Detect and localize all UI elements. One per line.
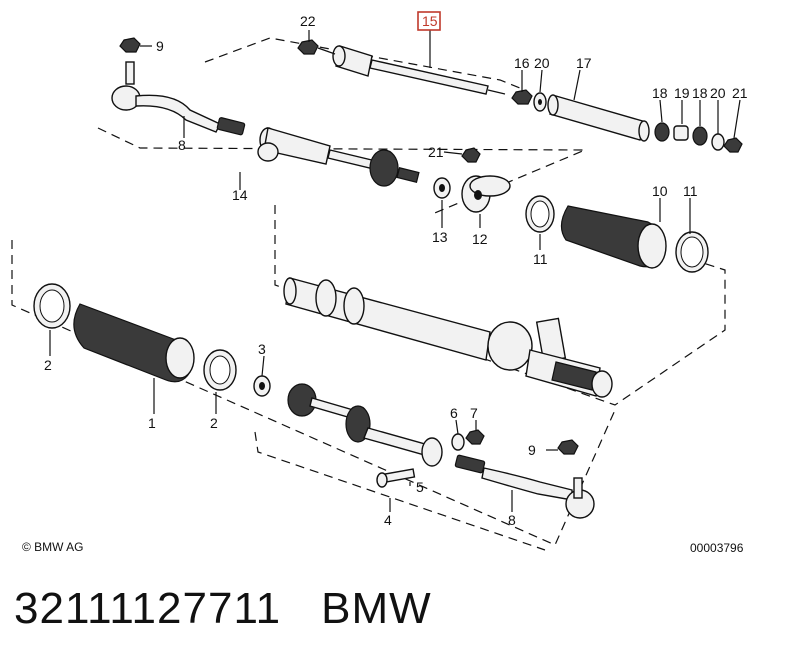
callout-2-right: 2 — [210, 415, 218, 431]
bracket-15 — [204, 37, 526, 91]
callout-22: 22 — [300, 13, 316, 29]
nut-7 — [465, 429, 485, 445]
callout-1: 1 — [148, 415, 156, 431]
callout-11-left: 11 — [533, 251, 548, 267]
callout-12: 12 — [472, 231, 488, 247]
callout-6: 6 — [450, 405, 458, 421]
copyright-label: © BMW AG — [22, 540, 84, 554]
washer-6 — [451, 433, 465, 451]
callout-7: 7 — [470, 405, 478, 421]
callout-20-right: 20 — [710, 85, 726, 101]
bracket-main — [11, 240, 616, 546]
callout-9-bottom: 9 — [528, 442, 536, 458]
callout-10: 10 — [652, 183, 668, 199]
callout-4: 4 — [384, 512, 392, 528]
bellows-17 — [547, 94, 650, 142]
boot-1 — [73, 303, 195, 383]
callout-18-second: 18 — [692, 85, 708, 101]
nut-16 — [511, 89, 533, 105]
callout-20-top: 20 — [534, 55, 550, 71]
callout-17: 17 — [576, 55, 592, 71]
highlight-box-15 — [417, 11, 441, 31]
footer-caption: 32111127711 BMW — [14, 584, 472, 634]
brand-name: BMW — [321, 584, 432, 633]
washer-13 — [433, 177, 451, 199]
callout-3: 3 — [258, 341, 266, 357]
tie-rod-assembly-4 — [287, 383, 443, 467]
callout-8-top: 8 — [178, 137, 186, 153]
callout-2-left: 2 — [44, 357, 52, 373]
callout-21-middle: 21 — [428, 144, 444, 160]
washer-20-top — [533, 92, 547, 112]
steering-rack-housing — [283, 277, 613, 398]
tie-rod-assembly-14 — [257, 127, 420, 187]
tie-rod-end-8-bottom — [454, 439, 595, 519]
mount-12 — [461, 175, 511, 213]
leader-lines — [49, 30, 741, 512]
callout-15-highlighted: 15 — [422, 13, 438, 29]
washer-3 — [253, 375, 271, 397]
bracket-14 — [97, 127, 586, 216]
bracket-4 — [254, 431, 546, 551]
callout-5: 5 — [416, 479, 424, 495]
callout-11-right: 11 — [683, 183, 698, 199]
small-parts-18-21 — [654, 122, 743, 153]
callout-21-right: 21 — [732, 85, 748, 101]
clamp-2-right — [203, 349, 237, 391]
clamp-2-left — [33, 283, 71, 329]
clamp-11-right — [675, 231, 709, 273]
boot-10 — [560, 205, 667, 269]
clamp-11-left — [525, 195, 555, 233]
inner-tie-rod-15 — [332, 45, 506, 95]
callout-18-first: 18 — [652, 85, 668, 101]
callout-13: 13 — [432, 229, 448, 245]
bracket-assembly — [274, 205, 726, 406]
bolt-5 — [376, 468, 416, 488]
tie-rod-end-8-top — [111, 37, 246, 136]
drawing-number: 00003796 — [690, 541, 744, 555]
nut-22 — [297, 39, 336, 55]
callout-19: 19 — [674, 85, 690, 101]
nut-21-middle — [461, 147, 481, 163]
callout-9-top: 9 — [156, 38, 164, 54]
part-number: 32111127711 — [14, 584, 282, 633]
callout-8-bottom: 8 — [508, 512, 516, 528]
callout-14: 14 — [232, 187, 248, 203]
callout-16: 16 — [514, 55, 530, 71]
